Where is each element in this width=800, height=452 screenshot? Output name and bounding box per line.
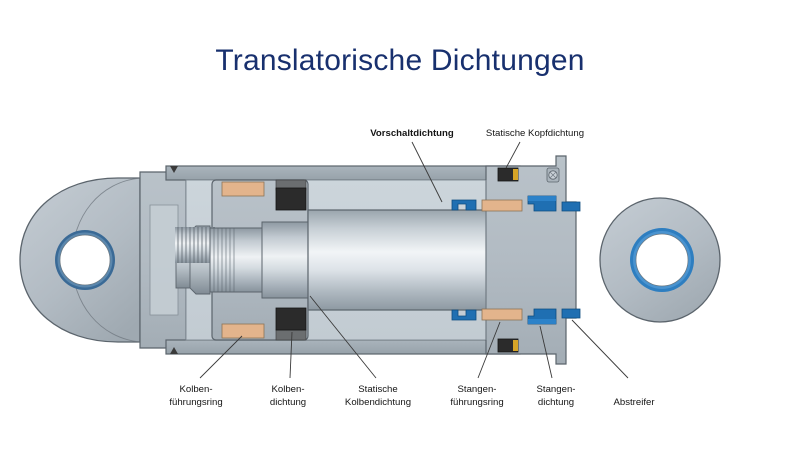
static-head-seal-top [497,167,519,182]
leader-vorschaltdichtung [411,141,443,203]
leader-kolbendichtung [289,331,293,379]
labels-top: Vorschaltdichtung Statische Kopfdichtung [370,128,584,139]
leader-lines [199,141,629,379]
piston-seal-top [275,187,307,211]
label-stangenfuehrungsring-line2: führungsring [450,397,503,408]
label-kolbenfuehrungsring-line2: führungsring [169,397,222,408]
piston-guide-ring-bottom [221,323,265,339]
label-kolbendichtung-line2: dichtung [270,397,306,408]
static-head-seal-bottom [497,338,519,353]
label-statische-kolbendichtung-line2: Kolbendichtung [345,397,411,408]
buffer-seal-top [451,199,477,211]
leader-abstreifer [571,319,629,379]
buffer-seal-bottom [451,309,477,321]
left-mounting-eye [19,177,141,343]
rod-seal-top [527,195,557,212]
wiper-seal-top [561,201,581,212]
leader-stangenfuehrungsring [477,321,501,379]
label-vorschaltdichtung: Vorschaltdichtung [370,128,454,139]
cylinder-tube-wall-top [165,165,521,181]
piston-seal-bottom [275,307,307,331]
label-kolbendichtung-line1: Kolben- [271,384,304,395]
label-stangendichtung-line2: dichtung [538,397,574,408]
rod-guide-ring-bottom [481,308,523,321]
leader-statische-kopfdichtung [505,141,521,169]
cylinder-assembly [19,155,721,365]
piston-guide-ring-top [221,181,265,197]
label-kolbenfuehrungsring-line1: Kolben- [179,384,212,395]
wiper-seal-bottom [561,308,581,319]
leader-stangendichtung [539,325,553,379]
rod-seal-bottom [527,308,557,325]
label-stangendichtung-line1: Stangen- [537,384,576,395]
leader-kolbenfuehrungsring [199,335,243,379]
label-abstreifer: Abstreifer [613,397,655,408]
rod-guide-ring-top [481,199,523,212]
page-title: Translatorische Dichtungen [215,44,585,77]
leader-statische-kolbendichtung [309,295,377,379]
label-statische-kopfdichtung: Statische Kopfdichtung [486,128,584,139]
label-stangenfuehrungsring-line1: Stangen- [458,384,497,395]
labels-bottom: Kolben- führungsring Kolben- dichtung St… [169,384,655,408]
piston-stub-shaft [209,227,263,293]
right-rod-eye [599,197,721,323]
figure-hydraulic-cylinder: Vorschaltdichtung Statische Kopfdichtung… [0,110,800,410]
label-statische-kolbendichtung-line1: Statische [358,384,397,395]
cylinder-tube-wall-bottom [165,339,521,355]
retaining-ring [546,167,560,183]
piston-rod-thread [175,227,215,263]
cylinder-head [451,155,581,365]
